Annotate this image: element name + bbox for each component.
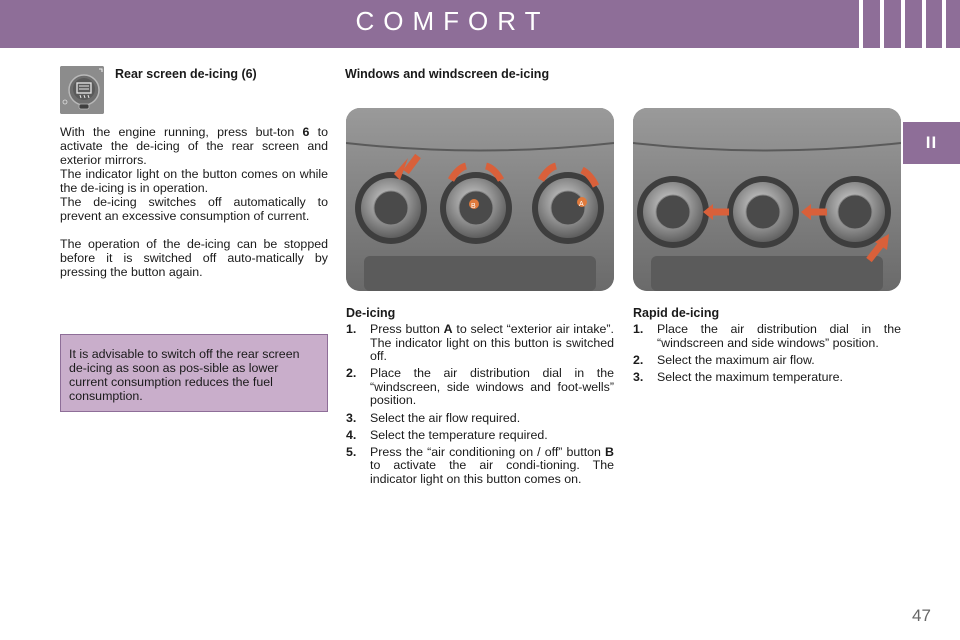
- list-item: 1.Place the air distribution dial in the…: [633, 322, 901, 350]
- list-item: 5.Press the “air conditioning on / off” …: [346, 444, 614, 486]
- header-stripe: [942, 0, 946, 48]
- header-stripe: [859, 0, 863, 48]
- advice-note: It is advisable to switch off the rear s…: [60, 334, 328, 412]
- list-item: 4.Select the temperature required.: [346, 427, 548, 442]
- header-stripe: [922, 0, 926, 48]
- chapter-tab-label: II: [925, 133, 938, 152]
- rapid-deicing-heading: Rapid de-icing: [633, 306, 720, 320]
- deicing-heading: De-icing: [346, 306, 396, 320]
- button-b-label: B: [471, 203, 476, 210]
- paragraph: The indicator light on the button comes …: [60, 167, 328, 195]
- chapter-tab[interactable]: II: [903, 122, 960, 164]
- page-header: COMFORT: [0, 0, 960, 48]
- rapid-deicing-steps: 1.Place the air distribution dial in the…: [633, 322, 901, 388]
- list-item: 2.Select the maximum air flow.: [633, 352, 815, 367]
- paragraph: With the engine running, press but-ton 6…: [60, 125, 328, 167]
- paragraph: The de-icing switches off automatically …: [60, 195, 328, 223]
- rear-screen-heading: Rear screen de-icing (6): [115, 67, 257, 81]
- list-item: 3.Select the maximum temperature.: [633, 369, 843, 384]
- paragraph: The operation of the de-icing can be sto…: [60, 237, 328, 279]
- rear-defrost-button-icon: [60, 66, 104, 114]
- list-item: 3.Select the air flow required.: [346, 410, 521, 425]
- list-item: 2.Place the air distribution dial in the…: [346, 366, 614, 408]
- page-number: 47: [912, 606, 931, 625]
- button-b-marker: [469, 199, 479, 209]
- list-item: 1.Press button A to select “exterior air…: [346, 322, 614, 364]
- deicing-steps: 1.Press button A to select “exterior air…: [346, 322, 614, 490]
- button-a-label: A: [579, 201, 584, 208]
- controls-photo-rapid: [633, 108, 901, 291]
- windows-heading: Windows and windscreen de-icing: [345, 67, 550, 81]
- header-stripe: [880, 0, 884, 48]
- controls-photo-deicing: B A: [346, 108, 614, 291]
- page-title: COMFORT: [355, 6, 550, 36]
- button-a-marker: [577, 197, 587, 207]
- header-stripe: [901, 0, 905, 48]
